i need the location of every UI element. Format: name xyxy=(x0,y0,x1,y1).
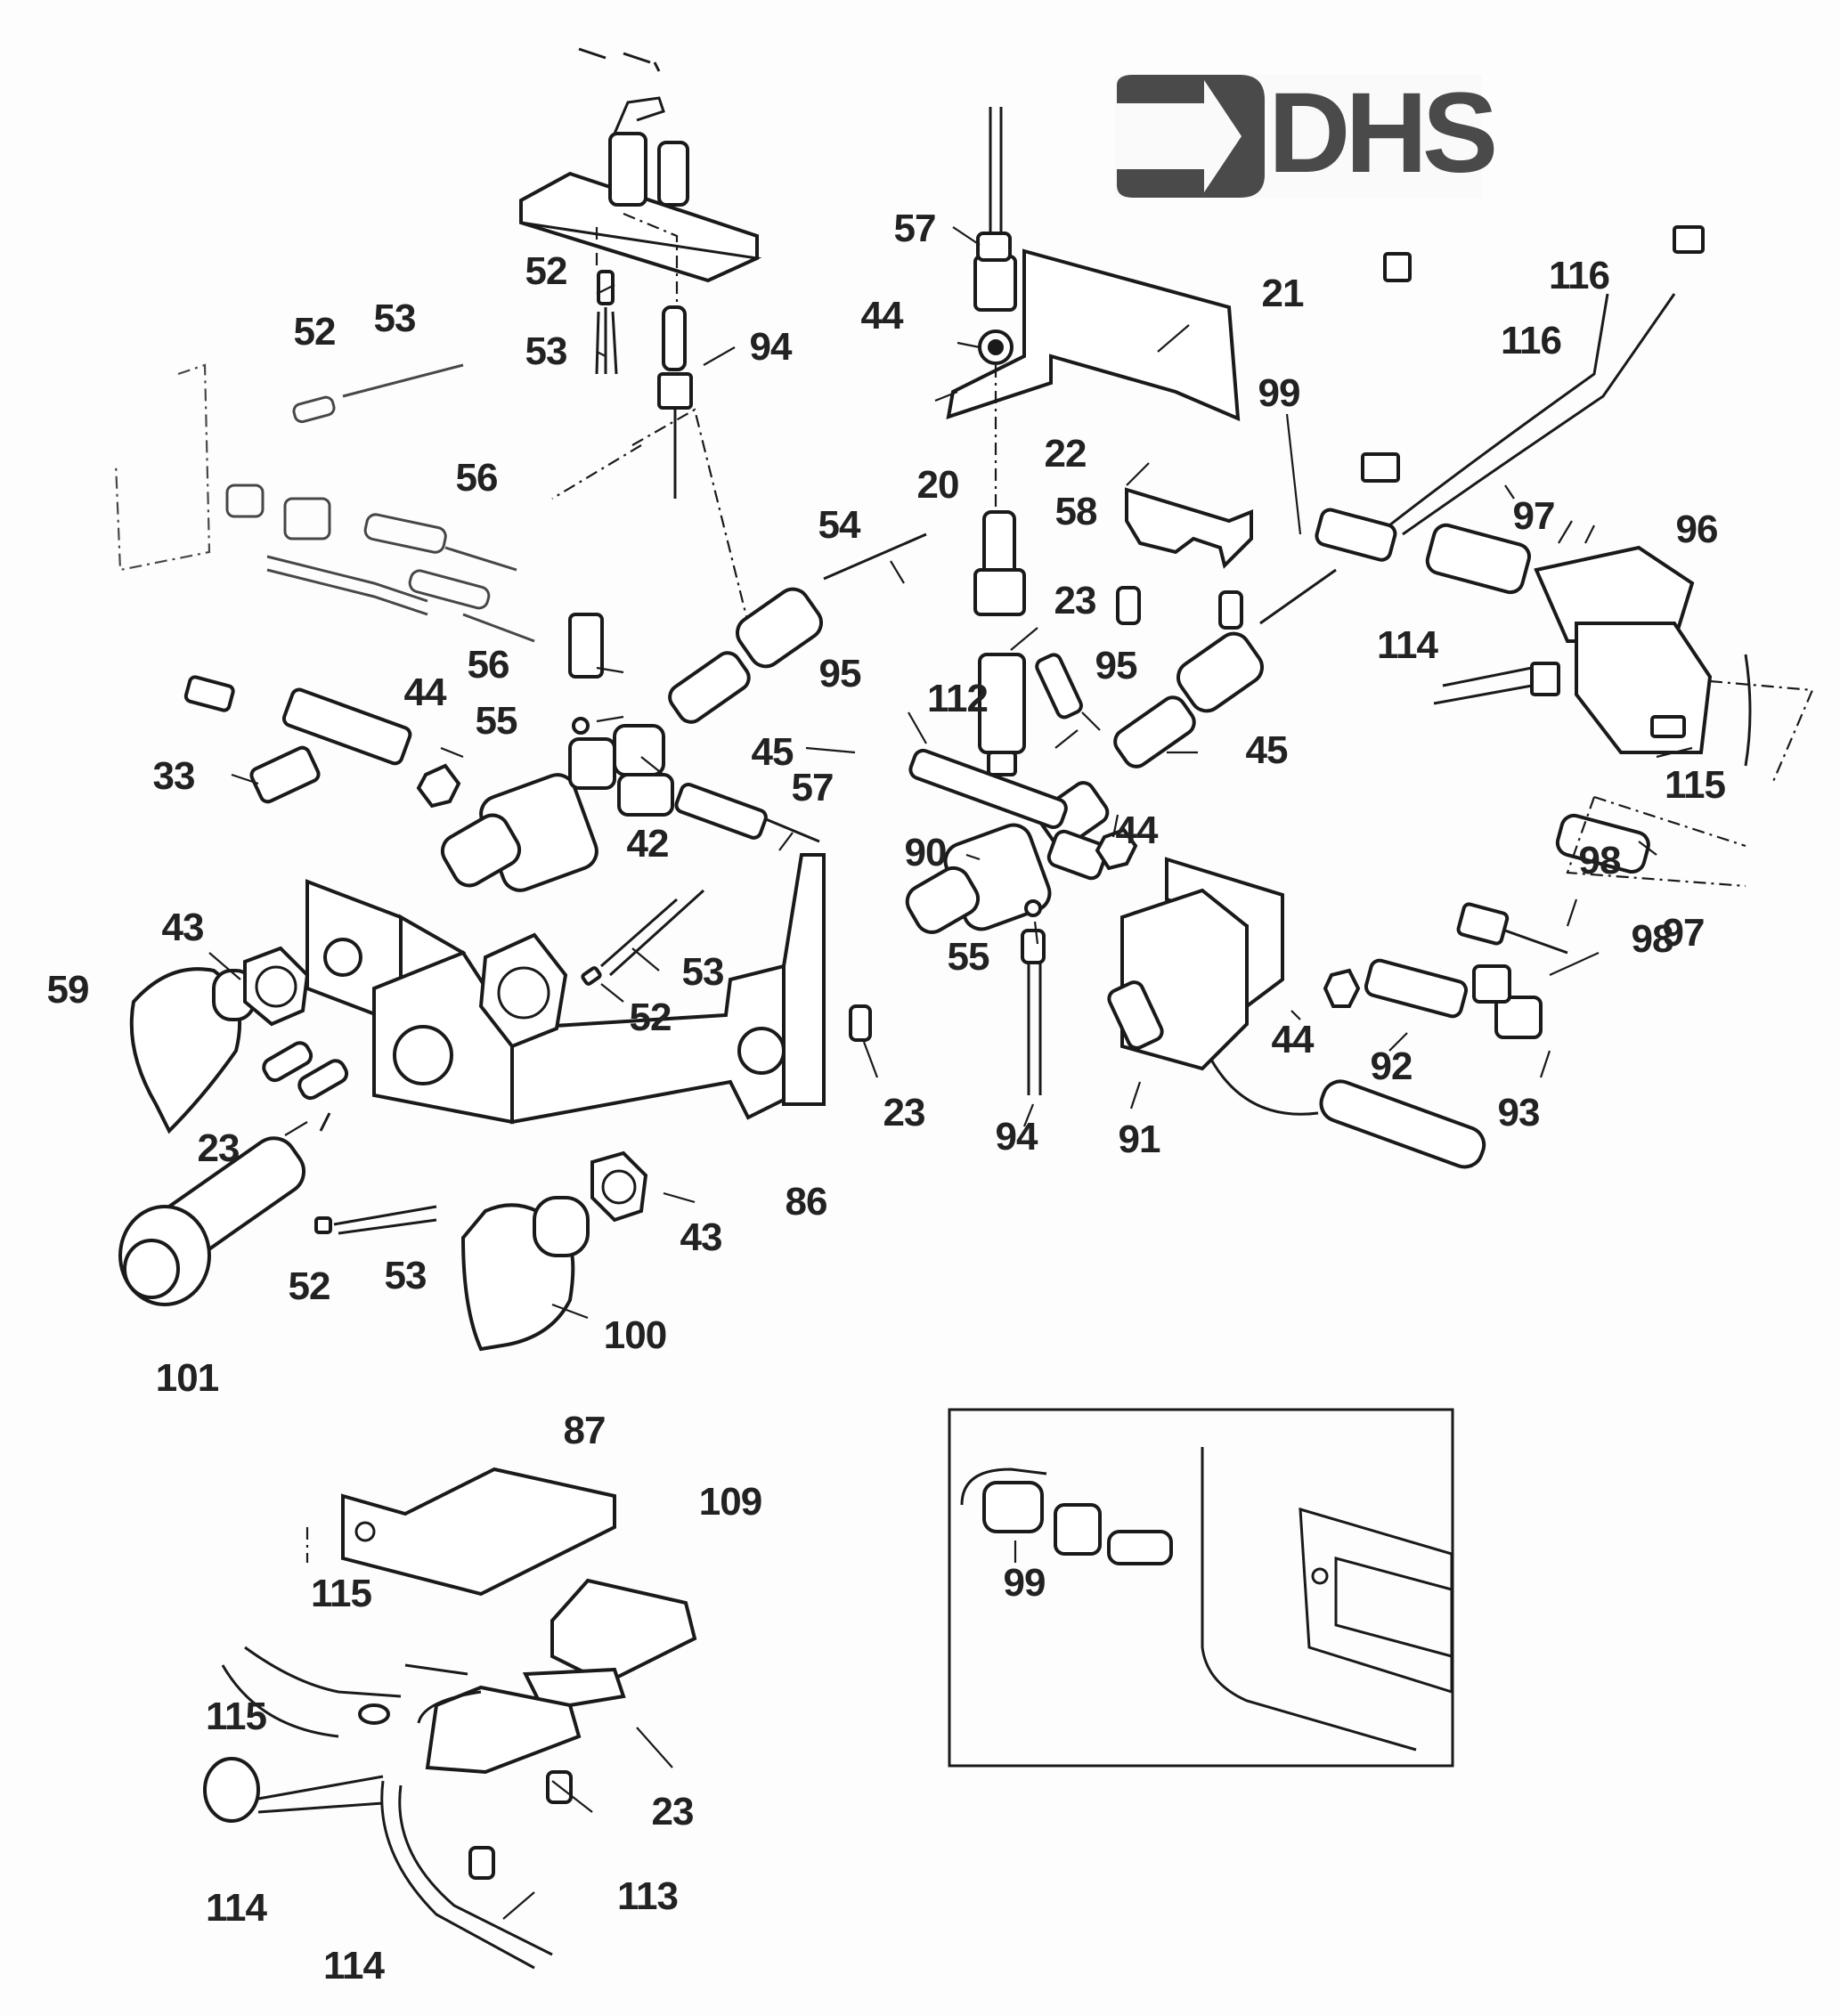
pilot-wire-and-tube xyxy=(551,212,750,624)
callout-52[interactable]: 52 xyxy=(629,996,672,1039)
callout-98[interactable]: 98 xyxy=(1578,839,1622,882)
callout-52[interactable]: 52 xyxy=(293,310,337,354)
callout-33[interactable]: 33 xyxy=(152,754,196,798)
couplings-45 xyxy=(668,532,1337,768)
callout-98[interactable]: 98 xyxy=(1631,917,1674,961)
callout-45[interactable]: 45 xyxy=(1245,728,1289,772)
gas-valve-90 xyxy=(905,748,1138,1095)
gas-valve-42 xyxy=(183,613,820,892)
callout-101[interactable]: 101 xyxy=(155,1356,219,1400)
callout-97[interactable]: 97 xyxy=(1662,911,1706,955)
callout-94[interactable]: 94 xyxy=(995,1115,1038,1158)
dhs-logo: DHS xyxy=(1115,75,1498,198)
callout-56[interactable]: 56 xyxy=(455,456,499,500)
callout-59[interactable]: 59 xyxy=(46,968,90,1012)
callout-53[interactable]: 53 xyxy=(681,950,725,994)
callout-57[interactable]: 57 xyxy=(791,766,835,809)
callout-87[interactable]: 87 xyxy=(563,1409,607,1452)
callout-94[interactable]: 94 xyxy=(749,325,793,369)
callout-99-inset[interactable]: 99 xyxy=(1003,1561,1046,1605)
callout-91[interactable]: 91 xyxy=(1118,1118,1161,1161)
callout-86[interactable]: 86 xyxy=(785,1180,828,1223)
piezo-igniter-101 xyxy=(118,1112,437,1306)
callout-95[interactable]: 95 xyxy=(818,652,862,695)
leader-lines xyxy=(208,226,1693,1920)
callout-114[interactable]: 114 xyxy=(1377,623,1438,667)
callout-56[interactable]: 56 xyxy=(467,643,510,687)
logo-text: DHS xyxy=(1268,69,1498,197)
callout-20[interactable]: 20 xyxy=(916,463,960,507)
callout-96[interactable]: 96 xyxy=(1675,508,1719,551)
callout-112[interactable]: 112 xyxy=(927,677,989,720)
callout-43[interactable]: 43 xyxy=(680,1215,723,1259)
callout-44[interactable]: 44 xyxy=(403,671,447,714)
callout-23[interactable]: 23 xyxy=(197,1126,240,1170)
callout-116[interactable]: 116 xyxy=(1501,319,1562,362)
callout-53[interactable]: 53 xyxy=(384,1254,427,1297)
knobs-and-nuts xyxy=(129,946,872,1352)
callout-22[interactable]: 22 xyxy=(1044,432,1087,476)
callout-115[interactable]: 115 xyxy=(311,1572,372,1615)
callout-90[interactable]: 90 xyxy=(904,831,948,874)
callout-44[interactable]: 44 xyxy=(1115,809,1159,852)
callout-55[interactable]: 55 xyxy=(947,935,990,979)
callout-93[interactable]: 93 xyxy=(1497,1091,1541,1134)
callout-52[interactable]: 52 xyxy=(525,249,568,293)
callout-42[interactable]: 42 xyxy=(626,822,670,866)
arrow-right-logo-icon xyxy=(1117,75,1265,198)
wire-52-53-mid xyxy=(581,889,705,986)
callout-92[interactable]: 92 xyxy=(1370,1045,1413,1088)
callout-95[interactable]: 95 xyxy=(1095,644,1138,687)
callout-57[interactable]: 57 xyxy=(893,207,937,250)
callout-115[interactable]: 115 xyxy=(206,1695,267,1738)
callout-23[interactable]: 23 xyxy=(651,1790,695,1833)
callout-53[interactable]: 53 xyxy=(525,329,568,373)
callout-58[interactable]: 58 xyxy=(1054,490,1098,533)
callout-116[interactable]: 116 xyxy=(1549,254,1610,297)
callout-99[interactable]: 99 xyxy=(1258,371,1301,415)
solenoid-96 xyxy=(1315,225,1814,784)
callout-55[interactable]: 55 xyxy=(475,699,518,743)
callout-44[interactable]: 44 xyxy=(860,294,904,337)
callout-23[interactable]: 23 xyxy=(883,1091,926,1134)
callout-44[interactable]: 44 xyxy=(1271,1018,1315,1061)
callout-113[interactable]: 113 xyxy=(617,1874,679,1918)
callout-114[interactable]: 114 xyxy=(206,1886,267,1930)
callout-115[interactable]: 115 xyxy=(1665,763,1726,807)
callout-114[interactable]: 114 xyxy=(323,1944,385,1988)
callout-21[interactable]: 21 xyxy=(1261,272,1305,315)
callout-109[interactable]: 109 xyxy=(698,1480,762,1524)
fitting-58-112 xyxy=(973,365,1083,776)
callout-54[interactable]: 54 xyxy=(818,503,861,547)
callout-23[interactable]: 23 xyxy=(1054,579,1097,622)
callout-53[interactable]: 53 xyxy=(373,297,417,340)
callout-43[interactable]: 43 xyxy=(161,906,205,949)
mounting-bracket-86 xyxy=(305,853,826,1125)
electrode-assembly-left xyxy=(114,363,535,643)
callout-97[interactable]: 97 xyxy=(1512,494,1556,538)
callout-100[interactable]: 100 xyxy=(603,1313,667,1357)
callout-45[interactable]: 45 xyxy=(751,730,794,774)
pilot-burner-plate xyxy=(519,47,762,283)
control-module-assembly xyxy=(203,1467,697,1970)
thermostat-91 xyxy=(1107,857,1543,1169)
detail-inset xyxy=(948,1408,1454,1768)
bracket-21 xyxy=(946,107,1253,630)
fitting-97-98 xyxy=(1456,795,1746,955)
callout-52[interactable]: 52 xyxy=(288,1264,331,1308)
